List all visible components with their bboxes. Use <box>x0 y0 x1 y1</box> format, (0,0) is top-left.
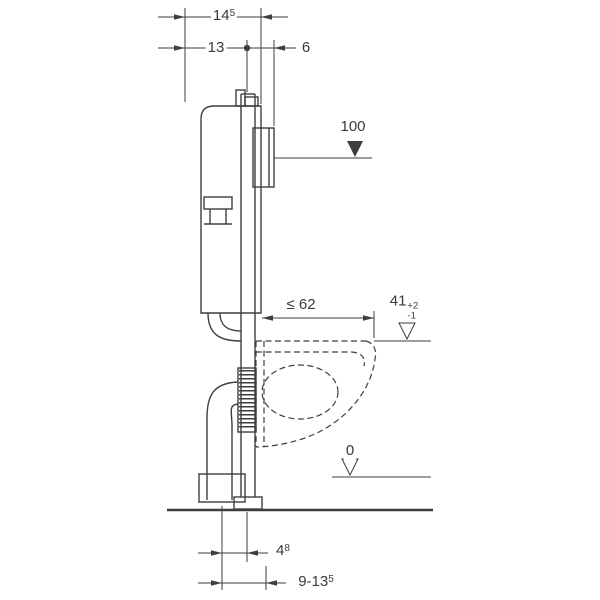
wc-pan-dashed-outline <box>255 340 377 448</box>
arrowhead-icon <box>211 580 222 586</box>
dimension-value: 0 <box>345 441 355 459</box>
arrowhead-icon <box>363 315 374 321</box>
drain-elbow <box>198 381 246 503</box>
dimension-label-front-offset: 13 <box>205 38 227 57</box>
top-dimension-lines <box>158 8 296 126</box>
level-markers <box>274 141 431 478</box>
frame-top-bracket <box>244 96 259 107</box>
dimension-label-back-offset: 6 <box>299 38 313 57</box>
level-marker-filled-icon <box>347 141 363 157</box>
dimension-value: 100 <box>340 117 366 135</box>
dimension-decimal: 5 <box>328 573 334 585</box>
dimension-label-pan-depth-max: ≤ 62 <box>284 295 318 314</box>
level-label-pan-height: 41+2-1 <box>387 292 421 321</box>
dimension-value: ≤ 62 <box>286 295 316 313</box>
dimension-value: 41 <box>389 292 407 310</box>
tolerance-stack: +2-1 <box>407 300 419 321</box>
dimension-decimal: 5 <box>229 7 236 19</box>
water-connection-bracket <box>203 196 233 210</box>
dimension-label-outlet-offset: 48 <box>274 541 292 560</box>
tolerance-plus: +2 <box>407 300 419 312</box>
drain-socket <box>198 473 246 503</box>
wc-pan-bowl <box>261 364 339 420</box>
dimension-label-element-depth: 145 <box>210 6 238 25</box>
frame-foot <box>233 496 263 510</box>
dimension-value: 4 <box>276 541 285 559</box>
level-marker-open-icon <box>341 458 359 477</box>
arrowhead-icon <box>211 550 222 556</box>
pan-depth-dimension <box>262 311 375 338</box>
dimension-value: 9-13 <box>298 572 329 590</box>
arrowhead-icon <box>262 315 273 321</box>
dimension-decimal: 8 <box>284 542 290 554</box>
dimension-label-outlet-range: 9-135 <box>296 572 336 591</box>
arrowhead-icon <box>174 14 185 20</box>
dimension-value: 14 <box>212 6 230 24</box>
dimension-value: 13 <box>207 38 225 56</box>
dimension-value: 6 <box>301 38 311 56</box>
arrowhead-icon <box>174 45 185 51</box>
level-label-floor-zero: 0 <box>343 441 357 460</box>
inspection-shaft <box>252 127 275 188</box>
level-label-actuator-height: 100 <box>338 117 368 136</box>
level-marker-open-icon <box>398 322 416 341</box>
tolerance-minus: -1 <box>407 310 416 321</box>
bottom-dimension-lines <box>198 506 286 590</box>
